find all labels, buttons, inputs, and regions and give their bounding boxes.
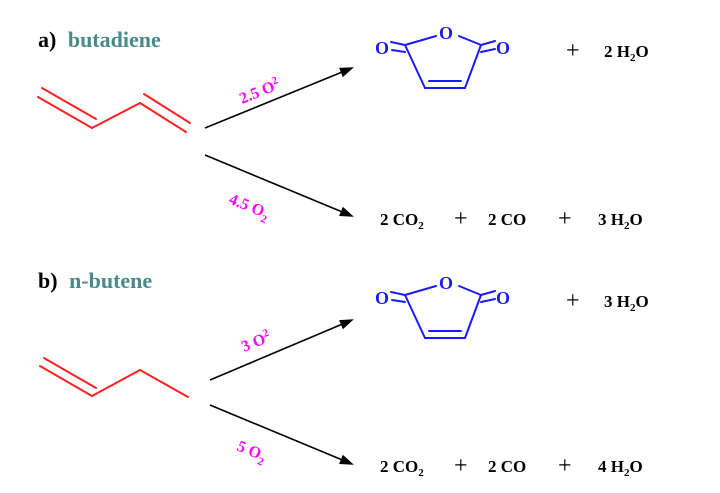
section-a-name: butadiene (68, 27, 161, 52)
ring-oxygen: O (439, 273, 453, 293)
section-a-title: a) butadiene (38, 27, 161, 52)
section-a-letter: a) (38, 27, 56, 52)
section-a: a) butadiene 2.5 O2 4.5 O2 (37, 23, 649, 232)
carbonyl-oxygen-right: O (496, 38, 510, 58)
water-b-bottom: 4 H2O (598, 457, 643, 479)
maleic-anhydride-a: O O O (375, 23, 510, 89)
plus-a-top: + (566, 38, 580, 64)
plus-a-2: + (558, 206, 572, 232)
arrow-b-bottom (209, 404, 354, 465)
section-b: b) n-butene 3 O2 5 O2 (38, 268, 649, 479)
water-a-bottom: 3 H2O (598, 210, 643, 232)
carbonyl-oxygen-left: O (375, 288, 389, 308)
n-butene-structure (39, 357, 189, 398)
reagent-a-bottom: 4.5 O2 (225, 191, 272, 226)
plus-b-1: + (454, 453, 468, 479)
carbonyl-oxygen-left: O (375, 38, 389, 58)
maleic-anhydride-b: O O O (375, 273, 510, 339)
arrow-a-top (204, 67, 354, 129)
ring-oxygen: O (439, 23, 453, 43)
products-a-bottom: 2 CO2 + 2 CO + 3 H2O (380, 206, 643, 232)
arrow-b-top (209, 319, 354, 381)
carbonyl-oxygen-right: O (496, 288, 510, 308)
plus-b-top: + (566, 288, 580, 314)
co-a: 2 CO (488, 210, 526, 229)
section-b-letter: b) (38, 268, 58, 293)
co2-b: 2 CO2 (380, 457, 424, 479)
reagent-b-bottom: 5 O2 (233, 438, 269, 469)
plus-b-2: + (558, 453, 572, 479)
reagent-b-top: 3 O2 (238, 327, 273, 356)
reagent-a-top: 2.5 O2 (236, 74, 282, 108)
plus-a-1: + (454, 206, 468, 232)
co2-a: 2 CO2 (380, 210, 424, 232)
water-b-top: 3 H2O (604, 292, 649, 314)
butadiene-structure (37, 87, 191, 133)
section-b-title: b) n-butene (38, 268, 152, 293)
arrow-a-bottom (204, 154, 354, 217)
section-b-name: n-butene (69, 268, 152, 293)
water-a-top: 2 H2O (604, 42, 649, 64)
products-b-bottom: 2 CO2 + 2 CO + 4 H2O (380, 453, 643, 479)
co-b: 2 CO (488, 457, 526, 476)
